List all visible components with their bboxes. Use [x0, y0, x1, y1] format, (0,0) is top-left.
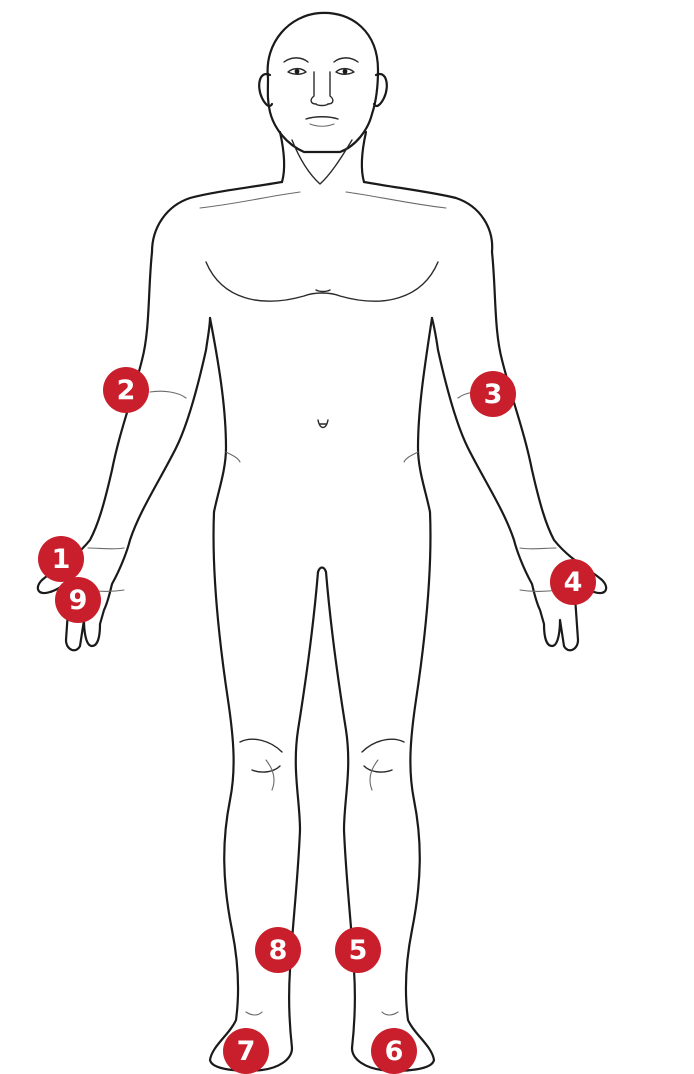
marker-8[interactable]: 8 [255, 927, 301, 973]
marker-7[interactable]: 7 [223, 1028, 269, 1074]
marker-3[interactable]: 3 [470, 371, 516, 417]
marker-2[interactable]: 2 [103, 367, 149, 413]
legs [210, 512, 434, 1071]
marker-9[interactable]: 9 [55, 577, 101, 623]
torso [152, 132, 492, 512]
marker-6[interactable]: 6 [371, 1028, 417, 1074]
marker-5[interactable]: 5 [335, 927, 381, 973]
marker-1[interactable]: 1 [38, 536, 84, 582]
marker-4[interactable]: 4 [550, 559, 596, 605]
head [259, 13, 387, 152]
